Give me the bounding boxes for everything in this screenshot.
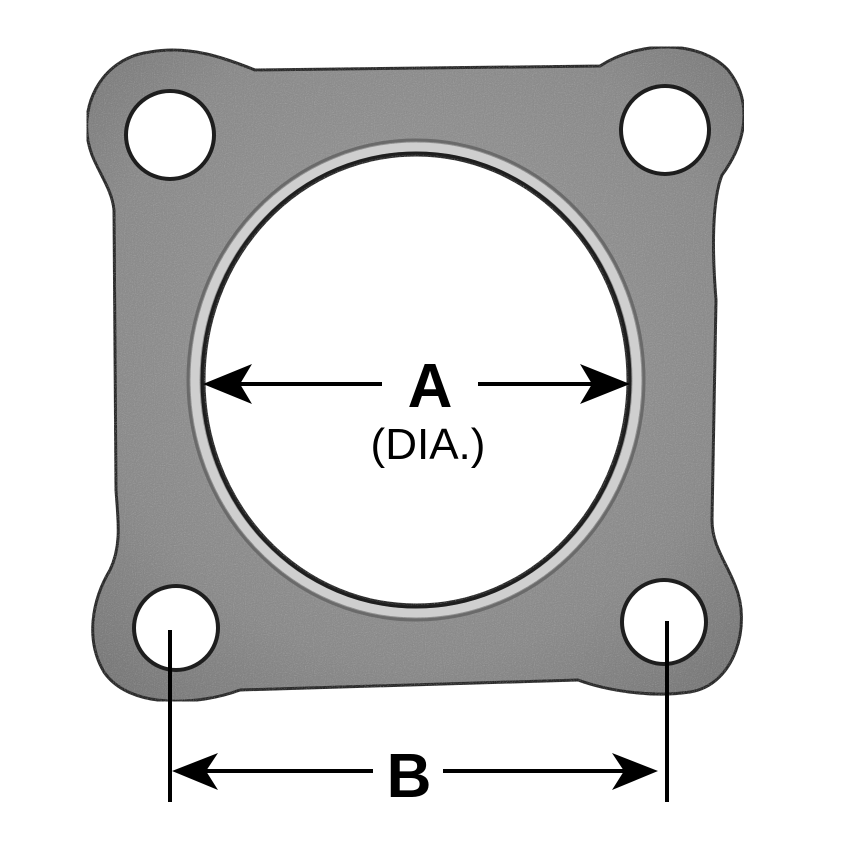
arrowhead-right-icon [580,364,630,404]
center-bore-bead [186,138,646,622]
dimension-a-sublabel: (DIA.) [371,420,486,469]
dimension-b-label: B [387,742,432,811]
dimension-a-label: A [408,352,453,421]
bolt-holes [124,84,711,672]
dimension-a: A (DIA.) [203,352,630,469]
arrowhead-b-left-icon [172,753,218,790]
bolt-hole-top-right [619,84,711,176]
bolt-hole-bottom-right [620,578,708,666]
arrowhead-left-icon [203,364,252,404]
dimension-b: B [168,621,669,811]
bolt-hole-top-left [124,89,216,181]
arrowhead-b-right-icon [612,753,658,790]
bolt-hole-bottom-left [132,584,220,672]
